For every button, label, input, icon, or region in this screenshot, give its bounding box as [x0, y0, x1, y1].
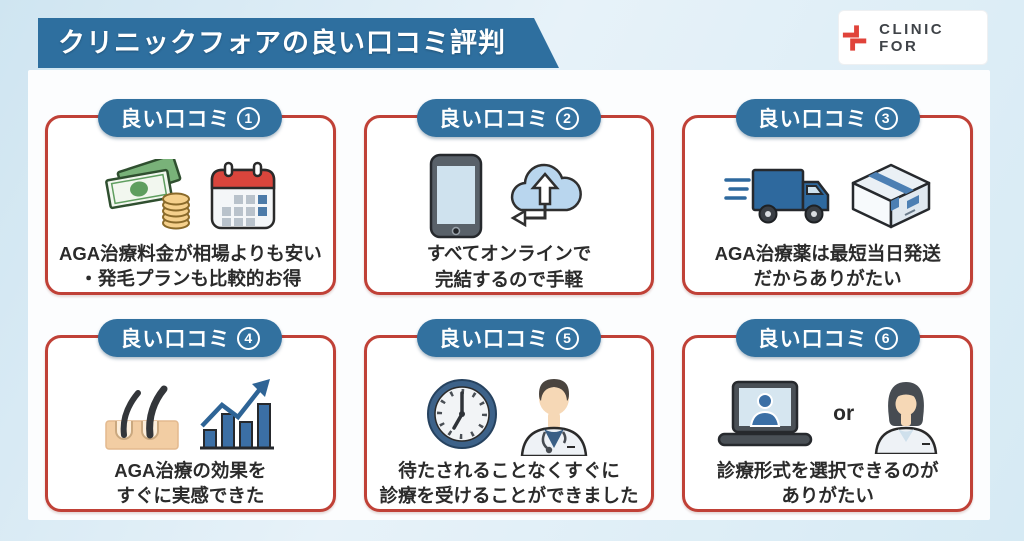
card-6-badge: 良い口コミ 6: [735, 319, 920, 357]
card-1-line1: AGA治療料金が相場よりも安い: [58, 242, 322, 264]
card-5-line2: 診療を受けることができました: [379, 485, 639, 507]
hair-growth-icon: [105, 385, 180, 451]
female-doctor-icon: [874, 382, 938, 455]
card-2-badge-number: 2: [555, 106, 579, 130]
cards-grid: 良い口コミ 1: [28, 70, 990, 520]
card-3-line1: AGA治療薬は最短当日発送: [714, 242, 941, 264]
review-card-4: 良い口コミ 4: [45, 319, 336, 512]
content-panel: 良い口コミ 1: [28, 70, 990, 520]
card-5-caption: 待たされることなくすぐに 診療を受けることができました: [367, 458, 652, 509]
card-6-badge-label: 良い口コミ: [757, 328, 868, 351]
card-4-badge: 良い口コミ 4: [98, 319, 283, 357]
card-5-icons: [424, 372, 594, 457]
card-4-icons: [104, 372, 276, 457]
clock-icon: [426, 379, 497, 450]
card-4-line2: すぐに実感できた: [116, 485, 265, 507]
card-1-icons: [102, 152, 278, 240]
card-5-badge-number: 5: [555, 326, 579, 350]
card-3-badge-label: 良い口コミ: [757, 108, 868, 131]
card-4-caption: AGA治療の効果を すぐに実感できた: [48, 458, 333, 509]
card-1-line2: ・発毛プランも比較的お得: [79, 268, 302, 290]
card-2-icons: [427, 152, 591, 240]
calendar-icon: [211, 161, 276, 230]
package-box-icon: [851, 163, 930, 229]
review-card-6: 良い口コミ 6 or: [682, 319, 973, 512]
card-1-caption: AGA治療料金が相場よりも安い ・発毛プランも比較的お得: [48, 241, 333, 292]
card-2-badge: 良い口コミ 2: [416, 99, 601, 137]
card-3-line2: だからありがたい: [753, 268, 902, 290]
card-3-badge: 良い口コミ 3: [735, 99, 920, 137]
smartphone-icon: [429, 153, 483, 239]
card-2-badge-label: 良い口コミ: [438, 108, 549, 131]
laptop-video-call-icon: [717, 381, 813, 447]
review-card-3: 良い口コミ 3: [682, 99, 973, 295]
card-6-icons: or: [713, 372, 942, 457]
card-6-badge-number: 6: [874, 326, 898, 350]
card-3-icons: [723, 152, 933, 240]
card-6-line1: 診療形式を選択できるのが: [716, 459, 939, 481]
delivery-truck-icon: [723, 168, 829, 224]
card-2-line1: すべてオンラインで: [426, 243, 592, 264]
growth-chart-icon: [200, 379, 275, 450]
card-3-caption: AGA治療薬は最短当日発送 だからありがたい: [685, 241, 970, 292]
card-4-line1: AGA治療の効果を: [114, 459, 267, 481]
card-3-badge-number: 3: [874, 106, 898, 130]
card-1-badge-number: 1: [237, 106, 261, 130]
review-card-5: 良い口コミ 5: [363, 319, 655, 512]
or-label: or: [833, 402, 855, 426]
card-4-badge-number: 4: [237, 326, 261, 350]
card-5-line1: 待たされることなくすぐに: [398, 459, 620, 481]
clinic-for-logo: CLINIC FOR: [838, 10, 988, 65]
card-4-badge-label: 良い口コミ: [120, 328, 231, 351]
money-icon: [105, 158, 191, 230]
clinic-for-cross-icon: [842, 24, 867, 51]
cloud-upload-icon: [510, 163, 582, 228]
male-doctor-icon: [520, 379, 588, 457]
card-6-line2: ありがたい: [781, 485, 874, 507]
card-6-caption: 診療形式を選択できるのが ありがたい: [685, 458, 970, 509]
logo-text: CLINIC FOR: [879, 20, 945, 55]
review-card-2: 良い口コミ 2 すべてオンラインで 完結するので手軽: [363, 99, 655, 295]
card-2-line2: 完結するので手軽: [434, 268, 583, 290]
card-5-badge-label: 良い口コミ: [438, 328, 549, 351]
card-5-badge: 良い口コミ 5: [416, 319, 601, 357]
page-title: クリニックフォアの良い口コミ評判: [38, 18, 559, 68]
review-card-1: 良い口コミ 1: [45, 99, 336, 295]
card-2-caption: すべてオンラインで 完結するので手軽: [367, 241, 652, 292]
card-1-badge: 良い口コミ 1: [98, 99, 283, 137]
card-1-badge-label: 良い口コミ: [120, 108, 231, 131]
